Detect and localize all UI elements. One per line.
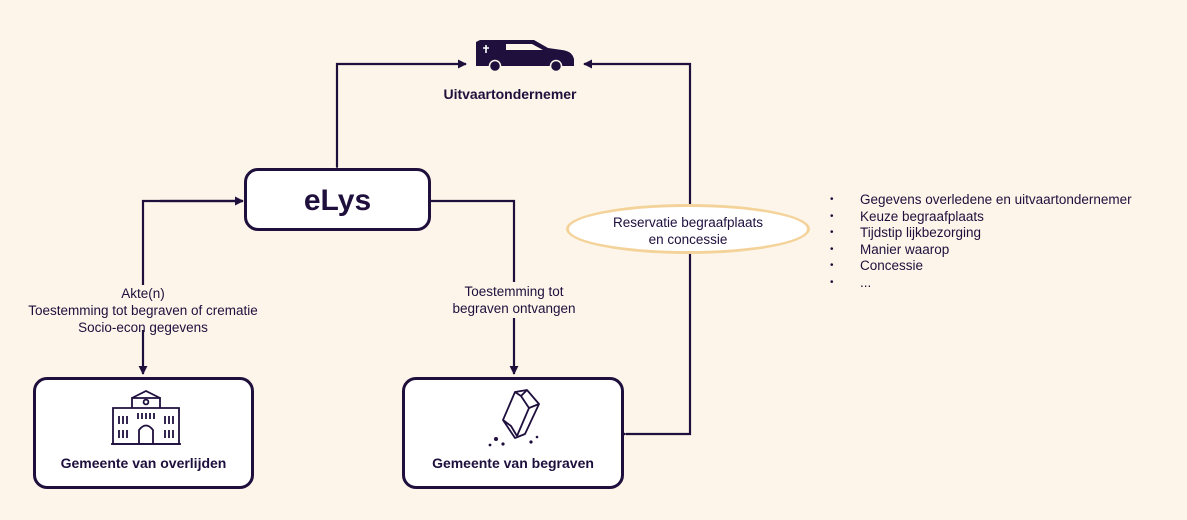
funeral-director-label: Uitvaartondernemer xyxy=(443,86,577,102)
reservation-ellipse: Reservatie begraafplaats en concessie xyxy=(566,204,810,254)
hearse-icon xyxy=(476,40,574,73)
edge-label-municipality-death: Akte(n) Toestemming tot begraven of crem… xyxy=(28,286,258,335)
elys-node[interactable]: eLys xyxy=(244,168,431,231)
municipality-death-node[interactable]: Gemeente van overlijden xyxy=(33,377,254,489)
details-item: Concessie xyxy=(826,258,1132,275)
details-item: Tijdstip lijkbezorging xyxy=(826,225,1132,242)
municipality-burial-title: Gemeente van begraven xyxy=(432,455,594,471)
connector-elys-municipality-burial xyxy=(431,199,516,282)
details-item: Manier waarop xyxy=(826,242,1132,259)
edge-label-municipality-burial: Toestemming tot begraven ontvangen xyxy=(452,284,576,316)
connector-elys-funeral xyxy=(332,59,467,176)
municipality-burial-node[interactable]: Gemeente van begraven xyxy=(402,377,624,489)
elys-title: eLys xyxy=(303,184,372,217)
details-list: Gegevens overledene en uitvaartonderneme… xyxy=(826,192,1132,291)
coffin-icon xyxy=(488,389,540,447)
town-hall-icon xyxy=(111,389,181,445)
municipality-death-title: Gemeente van overlijden xyxy=(60,455,227,471)
details-item: Gegevens overledene en uitvaartonderneme… xyxy=(826,192,1132,209)
connector-elys-municipality-death xyxy=(141,199,243,285)
details-item: ... xyxy=(826,275,1132,292)
details-item: Keuze begraafplaats xyxy=(826,209,1132,226)
